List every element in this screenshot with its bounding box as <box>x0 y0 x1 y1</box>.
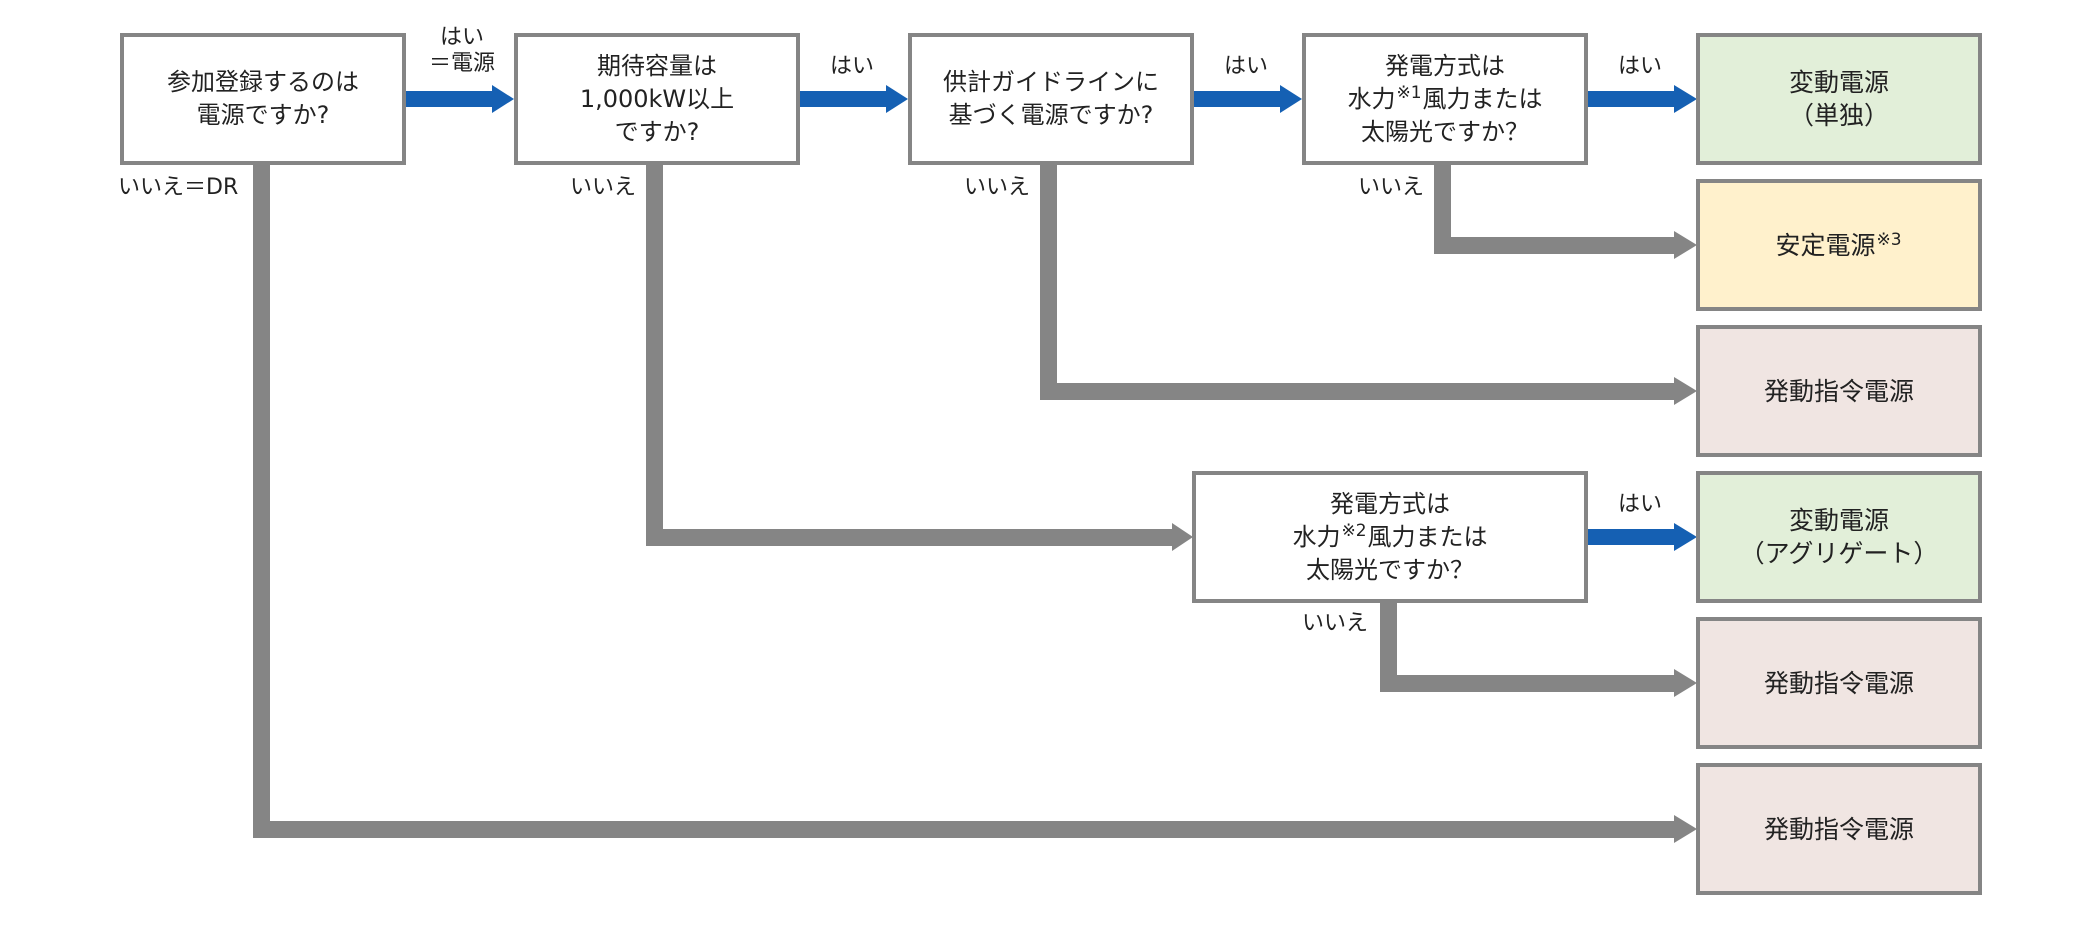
result-text: 変動電源 <box>1788 68 1889 97</box>
question-text: 基づく電源ですか? <box>948 101 1154 129</box>
question-text: 太陽光ですか？ <box>1306 555 1474 584</box>
result-variable-power-aggregate: 変動電源 （アグリゲート） <box>1696 471 1982 603</box>
connector-q2-to-q5 <box>646 162 1193 551</box>
arrow-q4-to-r1 <box>1586 85 1697 113</box>
label-q5-yes: はい <box>1618 492 1663 517</box>
result-stable-power: 安定電源※3 <box>1696 179 1982 311</box>
label-q5-no: いいえ <box>1302 611 1369 636</box>
question-text: 風力または <box>1422 84 1543 113</box>
question-text-line2: 水力※2風力または <box>1292 521 1487 554</box>
label-text: はい <box>439 25 484 50</box>
question-text: 太陽光ですか？ <box>1361 117 1529 146</box>
question-participation-power-source: 参加登録するのは 電源ですか? <box>120 33 406 165</box>
connector-q1-to-r6 <box>253 162 1697 843</box>
result-dispatch-command-power-2: 発動指令電源 <box>1696 617 1982 749</box>
result-text-line: 安定電源※3 <box>1775 229 1902 262</box>
connector-q5-to-r5 <box>1380 600 1697 697</box>
footnote-ref: ※2 <box>1341 520 1367 541</box>
arrow-q5-to-r4 <box>1586 523 1697 551</box>
connector-q3-to-r3 <box>1040 162 1697 405</box>
label-q4-yes: はい <box>1618 54 1663 79</box>
question-text-line2: 水力※1風力または <box>1347 83 1542 116</box>
question-text: 水力 <box>1347 84 1396 113</box>
question-text: 参加登録するのは <box>167 68 359 96</box>
question-text: ですか? <box>614 117 700 146</box>
label-q2-yes: はい <box>830 54 875 79</box>
result-variable-power-single: 変動電源 （単独） <box>1696 33 1982 165</box>
label-q3-yes: はい <box>1224 54 1269 79</box>
label-q4-no: いいえ <box>1358 175 1425 200</box>
question-text: 水力 <box>1292 522 1341 551</box>
question-text: 電源ですか? <box>196 101 330 129</box>
result-text: 発動指令電源 <box>1763 376 1914 406</box>
result-text: （アグリゲート） <box>1739 539 1939 568</box>
question-generation-method-aggregate: 発電方式は 水力※2風力または 太陽光ですか？ <box>1192 471 1588 603</box>
label-q1-no: いいえ＝DR <box>118 175 239 200</box>
no-connectors <box>253 162 1697 843</box>
result-text: 発動指令電源 <box>1763 668 1914 698</box>
result-text: （単独） <box>1788 101 1889 130</box>
question-text: 1,000kW以上 <box>579 84 735 113</box>
label-q1-yes: はい ＝電源 <box>422 25 502 77</box>
question-text: 期待容量は <box>597 51 717 80</box>
question-expected-capacity: 期待容量は 1,000kW以上 ですか? <box>514 33 800 165</box>
question-guideline-based-source: 供計ガイドラインに 基づく電源ですか? <box>908 33 1194 165</box>
arrow-q2-to-q3 <box>798 85 908 113</box>
arrow-q1-to-q2 <box>404 85 514 113</box>
yes-arrows <box>404 85 1697 551</box>
result-dispatch-command-power-1: 発動指令電源 <box>1696 325 1982 457</box>
result-text: 発動指令電源 <box>1763 814 1914 844</box>
result-text: 安定電源 <box>1775 230 1876 260</box>
connector-q4-to-r2 <box>1434 162 1697 259</box>
result-dispatch-command-power-3: 発動指令電源 <box>1696 763 1982 895</box>
result-text: 変動電源 <box>1788 506 1889 535</box>
question-generation-method-single: 発電方式は 水力※1風力または 太陽光ですか？ <box>1302 33 1588 165</box>
question-text: 供計ガイドラインに <box>943 68 1159 96</box>
footnote-ref: ※3 <box>1876 229 1902 250</box>
question-text: 発電方式は <box>1330 489 1450 518</box>
arrow-q3-to-q4 <box>1192 85 1302 113</box>
question-text: 発電方式は <box>1385 51 1505 80</box>
label-text: ＝電源 <box>428 51 495 76</box>
footnote-ref: ※1 <box>1396 82 1422 103</box>
label-q3-no: いいえ <box>964 175 1031 200</box>
question-text: 風力または <box>1367 522 1488 551</box>
label-q2-no: いいえ <box>570 175 637 200</box>
